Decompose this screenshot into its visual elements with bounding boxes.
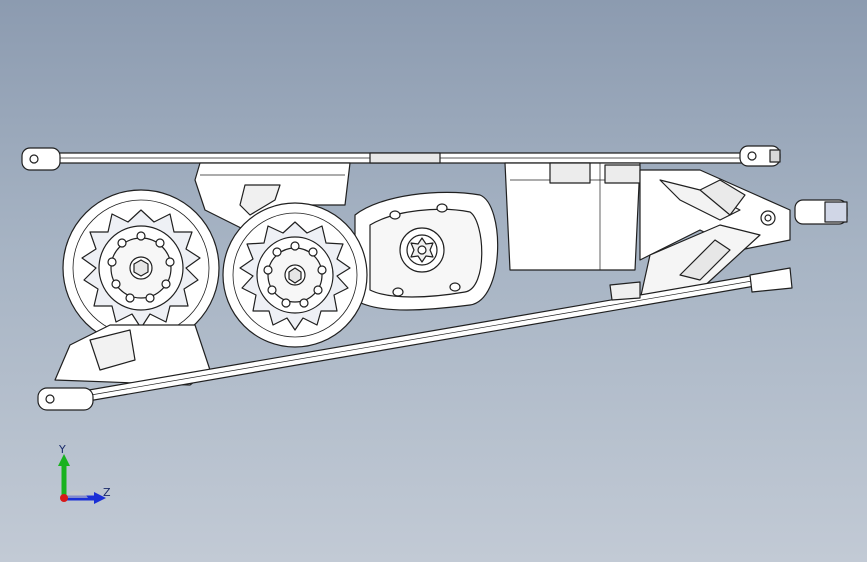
lower-diagonal-rail[interactable] — [37, 267, 793, 411]
top-rail[interactable] — [21, 145, 781, 171]
y-axis-arrowhead — [58, 454, 70, 466]
wheel-right[interactable] — [222, 202, 368, 348]
belt-drive-housing[interactable] — [354, 191, 499, 311]
wheel-left[interactable] — [62, 189, 220, 347]
right-linkage[interactable] — [639, 169, 848, 301]
orientation-triad — [58, 454, 106, 504]
left-lower-mount[interactable] — [54, 324, 211, 386]
triad-z-label: Z — [103, 486, 111, 499]
triad-y-label: Y — [59, 443, 66, 456]
main-housing[interactable] — [504, 162, 641, 271]
triad-plane-shade — [64, 490, 88, 498]
z-axis-arrowhead — [94, 492, 106, 504]
x-axis-dot — [60, 494, 68, 502]
